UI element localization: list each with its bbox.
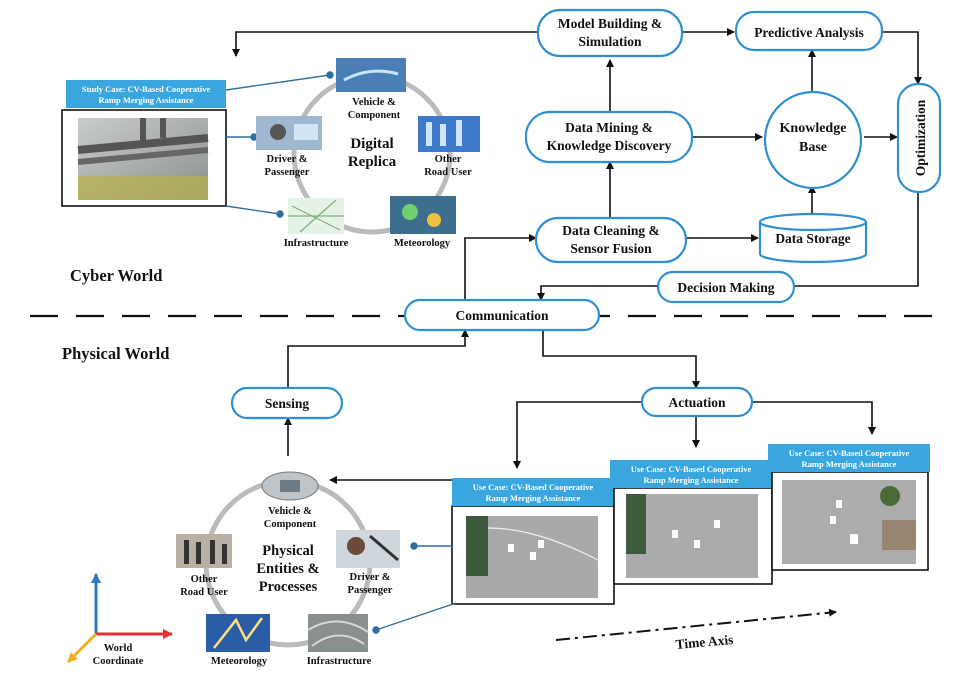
use-case-links	[372, 542, 457, 634]
node-knowledge-base[interactable]: Knowledge Base	[763, 90, 863, 190]
study-case-banner-l1: Study Case: CV-Based Cooperative	[82, 84, 211, 94]
replica-driver-l2: Passenger	[265, 167, 310, 178]
node-knowledge-base-l1: Knowledge	[780, 121, 847, 136]
replica-meteorology-label: Meteorology	[394, 238, 451, 249]
physical-world-label: Physical World	[62, 344, 169, 363]
study-case-panel: Study Case: CV-Based Cooperative Ramp Me…	[61, 80, 227, 207]
use-case-panel-3: Use Case: CV-Based Cooperative Ramp Merg…	[768, 444, 930, 571]
physical-driver-l1: Driver &	[350, 572, 391, 583]
node-communication-label: Communication	[455, 308, 548, 323]
use-case-3-l2: Ramp Merging Assistance	[802, 459, 897, 469]
use-case-3-l1: Use Case: CV-Based Cooperative	[789, 448, 910, 458]
node-data-mining-l1: Data Mining &	[565, 120, 653, 135]
physical-entities: Physical Entities & Processes Vehicle & …	[176, 471, 400, 667]
cyber-world-label: Cyber World	[70, 266, 162, 285]
node-data-mining[interactable]: Data Mining & Knowledge Discovery	[524, 110, 694, 164]
node-actuation[interactable]: Actuation	[640, 386, 754, 418]
physical-center-l1: Physical	[262, 543, 314, 559]
node-decision-making[interactable]: Decision Making	[656, 270, 796, 304]
node-optimization-label: Optimization	[913, 99, 928, 176]
replica-driver-l1: Driver &	[267, 154, 308, 165]
node-decision-making-label: Decision Making	[677, 280, 774, 295]
use-case-2-photo	[626, 494, 758, 578]
physical-other-user-l2: Road User	[180, 587, 228, 598]
node-data-cleaning-l2: Sensor Fusion	[570, 241, 652, 256]
replica-vehicle-l2: Component	[348, 110, 401, 121]
replica-infrastructure-label: Infrastructure	[284, 238, 349, 249]
z-axis-arrow	[66, 632, 98, 664]
world-coordinate: World Coordinate	[66, 573, 173, 667]
replica-other-user-l2: Road User	[424, 167, 472, 178]
node-sensing-label: Sensing	[265, 396, 310, 411]
digital-replica-center-l1: Digital	[350, 136, 393, 152]
physical-other-user-l1: Other	[191, 574, 218, 585]
physical-vehicle-l2: Component	[264, 519, 317, 530]
time-axis-arrow	[555, 608, 837, 641]
use-case-1-l2: Ramp Merging Assistance	[486, 493, 581, 503]
world-coordinate-l2: Coordinate	[93, 656, 144, 667]
physical-infrastructure-label: Infrastructure	[307, 656, 372, 667]
node-data-storage-label: Data Storage	[775, 231, 850, 246]
node-data-cleaning-l1: Data Cleaning &	[562, 223, 660, 238]
physical-center-l3: Processes	[259, 579, 318, 595]
use-case-2-l1: Use Case: CV-Based Cooperative	[631, 464, 752, 474]
physical-driver-image	[336, 530, 400, 568]
node-data-mining-l2: Knowledge Discovery	[547, 138, 672, 153]
use-case-panel-1: Use Case: CV-Based Cooperative Ramp Merg…	[451, 478, 615, 605]
study-case-banner	[66, 80, 226, 108]
digital-replica: Digital Replica Vehicle & Component Othe…	[256, 58, 480, 249]
node-model-building-l2: Simulation	[578, 34, 642, 49]
time-axis-label: Time Axis	[675, 632, 734, 652]
node-data-storage[interactable]: Data Storage	[758, 212, 868, 264]
node-model-building-l1: Model Building &	[558, 16, 662, 31]
use-case-banner-3	[768, 444, 930, 472]
node-optimization[interactable]: Optimization	[896, 82, 942, 194]
world-coordinate-l1: World	[104, 643, 133, 654]
physical-vehicle-l1: Vehicle &	[268, 506, 312, 517]
node-communication[interactable]: Communication	[403, 298, 601, 332]
use-case-panels: Use Case: CV-Based Cooperative Ramp Merg…	[451, 444, 930, 605]
use-case-banner-2	[610, 460, 772, 488]
replica-vehicle-l1: Vehicle &	[352, 97, 396, 108]
physical-meteorology-label: Meteorology	[211, 656, 268, 667]
node-predictive-analysis[interactable]: Predictive Analysis	[734, 10, 884, 52]
use-case-2-l2: Ramp Merging Assistance	[644, 475, 739, 485]
physical-infrastructure-image	[308, 614, 368, 652]
replica-meteorology-image	[390, 196, 456, 234]
physical-driver-l2: Passenger	[348, 585, 393, 596]
node-data-cleaning[interactable]: Data Cleaning & Sensor Fusion	[534, 216, 688, 264]
digital-replica-center-l2: Replica	[348, 154, 397, 170]
node-model-building[interactable]: Model Building & Simulation	[536, 8, 684, 58]
cyber-connectors	[232, 28, 922, 301]
replica-other-user-l1: Other	[435, 154, 462, 165]
use-case-banner-1	[452, 478, 614, 506]
node-actuation-label: Actuation	[669, 395, 726, 410]
physical-center-l2: Entities &	[256, 561, 319, 577]
replica-vehicle-image	[336, 58, 406, 92]
node-sensing[interactable]: Sensing	[230, 386, 344, 420]
use-case-1-l1: Use Case: CV-Based Cooperative	[473, 482, 594, 492]
node-predictive-analysis-label: Predictive Analysis	[754, 25, 864, 40]
study-case-banner-l2: Ramp Merging Assistance	[99, 95, 194, 105]
node-knowledge-base-l2: Base	[799, 140, 827, 155]
use-case-panel-2: Use Case: CV-Based Cooperative Ramp Merg…	[610, 460, 773, 585]
